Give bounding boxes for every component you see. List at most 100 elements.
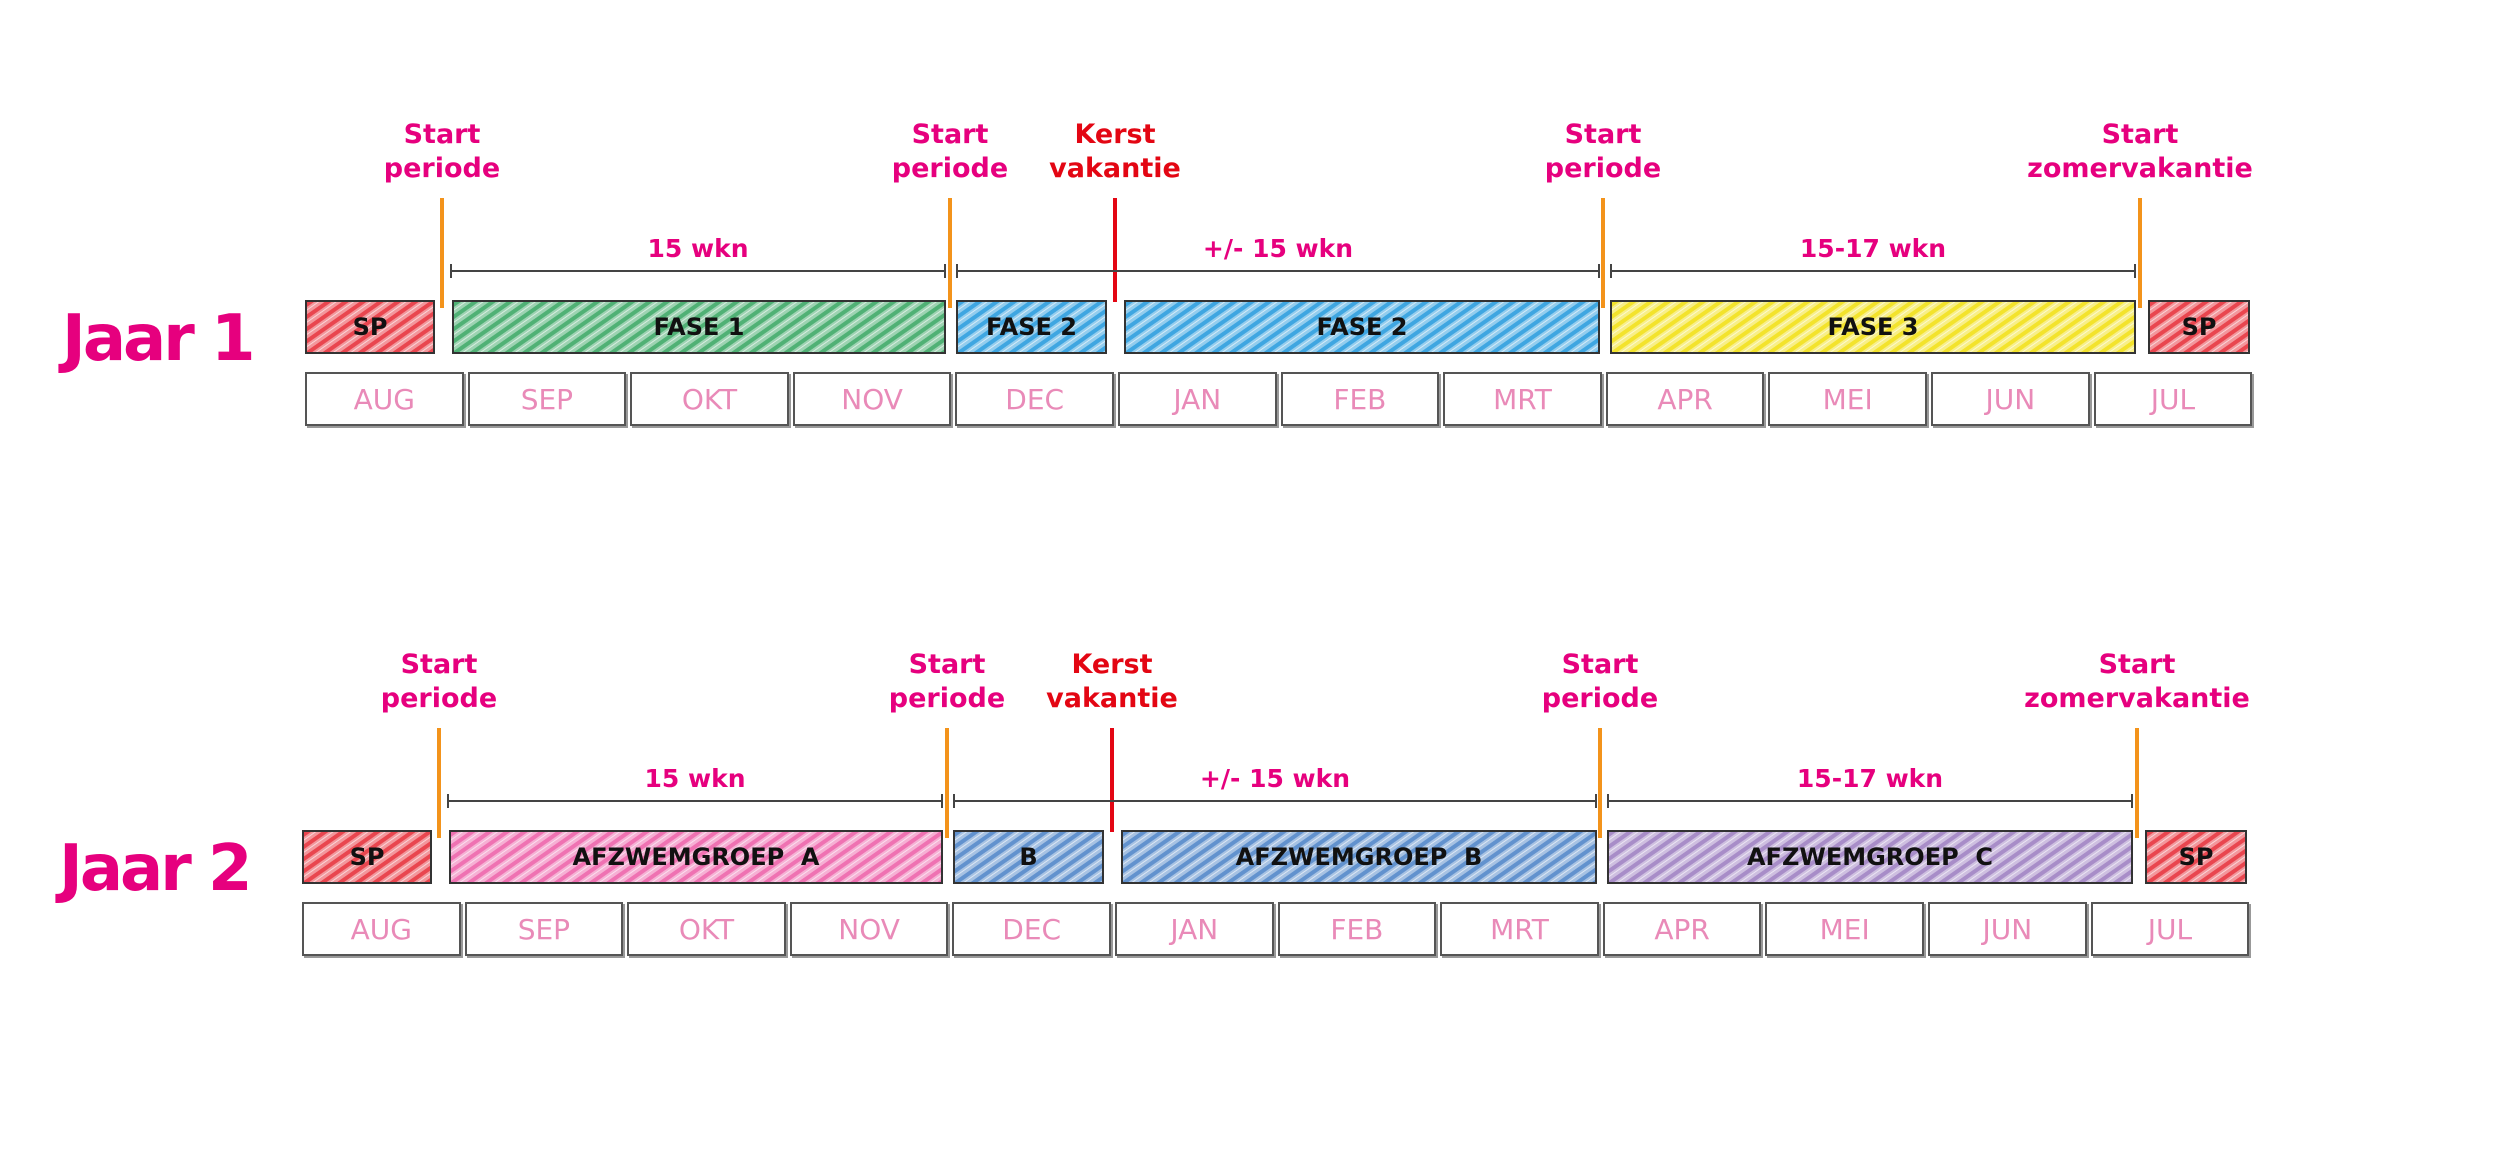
- phase-bar-5: AFZWEMGROEP C: [1607, 830, 2133, 884]
- month-cell: AUG: [302, 902, 461, 956]
- crayon-texture: [1612, 302, 2134, 352]
- marker-label-line1: Start: [911, 119, 989, 150]
- crayon-texture: [451, 832, 941, 882]
- month-cell: MRT: [1440, 902, 1599, 956]
- crayon-texture: [958, 302, 1105, 352]
- marker-label-line1: Start: [2101, 119, 2179, 150]
- duration-span-2: [956, 264, 1600, 278]
- duration-span-3: [1607, 794, 2133, 808]
- phase-bar-label: FASE 2: [986, 313, 1077, 341]
- phase-bar-4: AFZWEMGROEP B: [1121, 830, 1597, 884]
- month-cell: JAN: [1118, 372, 1277, 426]
- duration-label: +/- 15 wkn: [1202, 234, 1354, 263]
- phase-bar-3: FASE 2: [956, 300, 1107, 354]
- phase-bar-label: FASE 2: [1316, 313, 1408, 341]
- duration-label: 15-17 wkn: [1799, 234, 1947, 263]
- duration-span-1: [450, 264, 946, 278]
- marker-label-line1: Start: [1561, 649, 1639, 680]
- marker-line-4: [1601, 198, 1605, 308]
- marker-line-1: [440, 198, 444, 308]
- marker-line-3: [1113, 198, 1117, 302]
- phase-bar-label: SP: [2178, 843, 2214, 871]
- month-cell: JUL: [2093, 372, 2253, 426]
- phase-bar-2: AFZWEMGROEP A: [449, 830, 943, 884]
- marker-label-line2: periode: [1544, 153, 1662, 184]
- month-cell: NOV: [792, 372, 952, 426]
- crayon-texture: [307, 302, 433, 352]
- marker-label-line1: Kerst: [1071, 649, 1153, 680]
- phase-bar-2: FASE 1: [452, 300, 946, 354]
- month-cell: AUG: [305, 372, 464, 426]
- month-cell: DEC: [955, 372, 1114, 426]
- month-cell: DEC: [952, 902, 1111, 956]
- phase-bar-label: FASE 1: [653, 313, 745, 341]
- phase-bar-label: AFZWEMGROEP A: [572, 843, 820, 871]
- month-cell: NOV: [789, 902, 949, 956]
- duration-label: 15 wkn: [647, 234, 749, 263]
- month-cell: MEI: [1768, 372, 1927, 426]
- marker-label-line2: zomervakantie: [2024, 683, 2250, 714]
- marker-line-1: [437, 728, 441, 838]
- marker-line-3: [1110, 728, 1114, 832]
- phase-bar-4: FASE 2: [1124, 300, 1600, 354]
- marker-label-line2: periode: [383, 153, 501, 184]
- marker-label-line2: periode: [891, 153, 1009, 184]
- month-cell: MEI: [1765, 902, 1924, 956]
- marker-label-line1: Start: [1564, 119, 1642, 150]
- month-cell: SEP: [467, 372, 627, 426]
- marker-label-line1: Kerst: [1074, 119, 1156, 150]
- month-cell: OKT: [630, 372, 789, 426]
- year-label: Jaar 1: [62, 302, 256, 376]
- marker-line-5: [2135, 728, 2139, 838]
- crayon-texture: [2150, 302, 2248, 352]
- crayon-texture: [304, 832, 430, 882]
- duration-label: 15 wkn: [644, 764, 746, 793]
- phase-bar-5: FASE 3: [1610, 300, 2136, 354]
- crayon-texture: [1123, 832, 1595, 882]
- month-cell: APR: [1602, 902, 1762, 956]
- phase-bar-label: AFZWEMGROEP C: [1746, 843, 1993, 871]
- phase-bar-1: SP: [302, 830, 432, 884]
- duration-span-1: [447, 794, 943, 808]
- duration-span-2: [953, 794, 1597, 808]
- marker-label-line1: Start: [403, 119, 481, 150]
- crayon-texture: [1126, 302, 1598, 352]
- year-label: Jaar 2: [59, 832, 253, 906]
- marker-label-line2: vakantie: [1049, 153, 1181, 184]
- month-cell: APR: [1605, 372, 1765, 426]
- phase-bar-6: SP: [2145, 830, 2247, 884]
- month-cell: FEB: [1280, 372, 1440, 426]
- marker-label-line2: vakantie: [1046, 683, 1178, 714]
- phase-bar-label: FASE 3: [1827, 313, 1919, 341]
- month-cell: JAN: [1115, 902, 1274, 956]
- duration-span-3: [1610, 264, 2136, 278]
- marker-label-line2: periode: [1541, 683, 1659, 714]
- crayon-texture: [454, 302, 944, 352]
- phase-bar-label: AFZWEMGROEP B: [1235, 843, 1483, 871]
- crayon-texture: [955, 832, 1102, 882]
- duration-label: 15-17 wkn: [1796, 764, 1944, 793]
- marker-line-2: [945, 728, 949, 838]
- month-cell: JUL: [2090, 902, 2250, 956]
- month-cell: JUN: [1928, 902, 2087, 956]
- phase-bar-label: SP: [2181, 313, 2217, 341]
- phase-bar-label: SP: [352, 313, 388, 341]
- marker-label-line2: periode: [380, 683, 498, 714]
- crayon-texture: [1609, 832, 2131, 882]
- month-cell: JUN: [1931, 372, 2090, 426]
- phase-bar-6: SP: [2148, 300, 2250, 354]
- marker-line-2: [948, 198, 952, 308]
- marker-line-4: [1598, 728, 1602, 838]
- marker-label-line2: periode: [888, 683, 1006, 714]
- marker-label-line1: Start: [400, 649, 478, 680]
- month-cell: OKT: [627, 902, 786, 956]
